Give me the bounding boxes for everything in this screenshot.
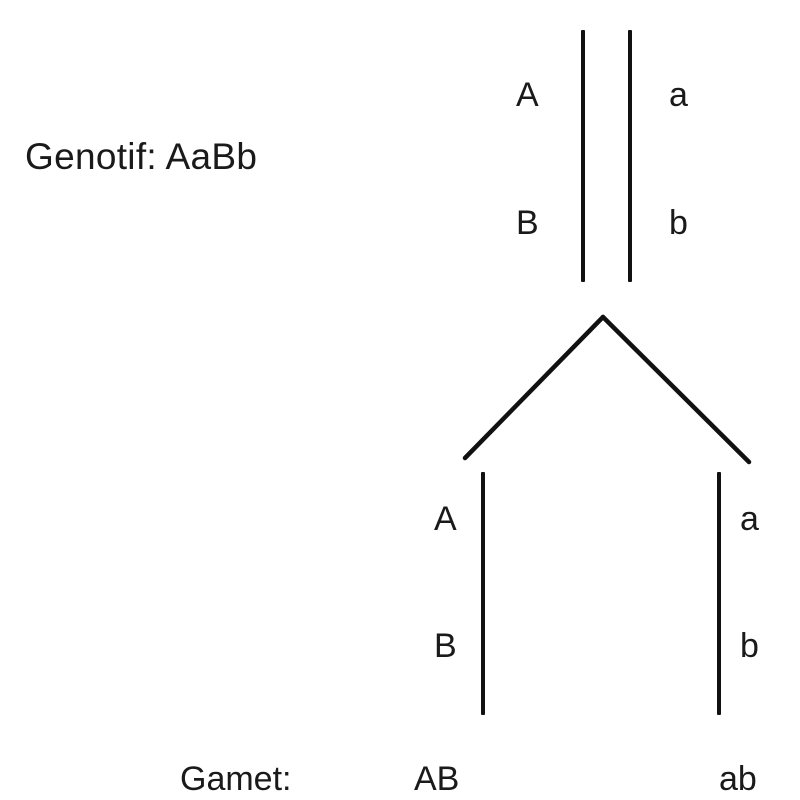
gamete-right-allele-b: b [740, 627, 759, 665]
parent-right-chromatid [628, 30, 632, 282]
parent-allele-A: A [516, 76, 539, 114]
gamete-left-chromatid [481, 472, 485, 715]
branch-line-left [462, 314, 606, 461]
parent-left-chromatid [581, 30, 585, 282]
parent-allele-B: B [516, 204, 539, 242]
gamete-row-label: Gamet: [180, 760, 292, 798]
branch-line-right [600, 314, 752, 465]
gamete-left-allele-B: B [434, 627, 457, 665]
gamete-right-allele-a: a [740, 500, 759, 538]
genotype-label: Genotif: AaBb [25, 136, 258, 177]
parent-allele-a: a [669, 76, 688, 114]
parent-allele-b: b [669, 204, 688, 242]
gamete-label-left: AB [414, 760, 460, 798]
gamete-right-chromatid [717, 472, 721, 715]
gamete-label-right: ab [719, 760, 757, 798]
gamete-left-allele-A: A [434, 500, 457, 538]
